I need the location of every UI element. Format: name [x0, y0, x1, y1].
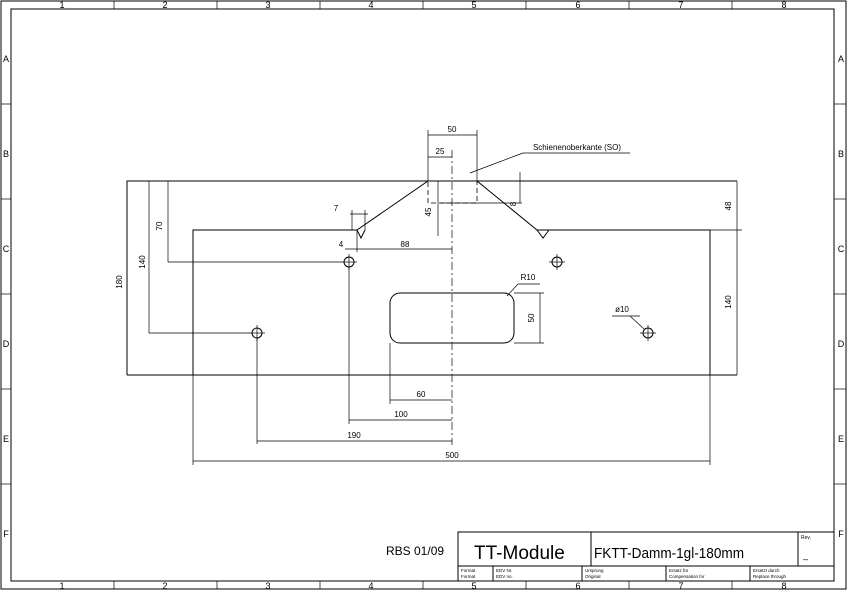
replaces-label: Ersatz für: [669, 568, 689, 573]
zone-col-3-bottom: 3: [265, 581, 270, 590]
dim-60: 60: [417, 390, 426, 399]
zone-col-3: 3: [265, 0, 270, 10]
part-name: FKTT-Damm-1gl-180mm: [594, 545, 744, 562]
dim-140-left: 140: [138, 255, 147, 269]
zone-col-5: 5: [471, 0, 476, 10]
dim-4: 4: [339, 240, 344, 249]
inner-border: [10, 8, 835, 582]
rev-label: Rev.: [801, 535, 811, 541]
zone-row-e: E: [3, 434, 9, 444]
zone-col-6-bottom: 6: [575, 581, 580, 590]
dim-70: 70: [155, 221, 164, 230]
rail-label: Schienenoberkante (SO): [533, 143, 621, 152]
zone-row-b-right: B: [838, 149, 844, 159]
zone-col-5-bottom: 5: [471, 581, 476, 590]
edv-label-en: EDV no.: [496, 574, 513, 579]
replaces-label-en: Compensation for: [669, 574, 705, 579]
replaced-by-label: Ersetzt durch: [753, 568, 780, 573]
zone-col-7-bottom: 7: [678, 581, 683, 590]
company-name: TT-Module: [474, 543, 565, 564]
zone-col-4-bottom: 4: [368, 581, 373, 590]
zone-row-a-right: A: [838, 54, 844, 64]
title-block: [457, 531, 835, 582]
revision-reference: RBS 01/09: [386, 544, 444, 558]
dim-100: 100: [394, 410, 408, 419]
dimension-lines: [126, 130, 742, 465]
zone-col-6: 6: [575, 0, 580, 10]
dim-50-top: 50: [448, 125, 457, 134]
dim-50-slot: 50: [527, 313, 536, 322]
dim-8: 8: [509, 201, 518, 206]
dim-500: 500: [445, 451, 459, 460]
zone-row-c: C: [3, 244, 10, 254]
format-label: Format: [461, 568, 476, 573]
mounting-holes: [249, 254, 656, 341]
zone-col-4: 4: [368, 0, 373, 10]
dim-48: 48: [724, 201, 733, 210]
zone-row-f: F: [3, 529, 9, 539]
dim-r10: R10: [521, 273, 536, 282]
zone-col-8: 8: [781, 0, 786, 10]
zone-col-2: 2: [162, 0, 167, 10]
rev-value: –: [803, 554, 808, 564]
dim-140-right: 140: [724, 295, 733, 309]
dim-180: 180: [115, 275, 124, 289]
format-label-en: Format: [461, 574, 476, 579]
dim-7: 7: [334, 204, 339, 213]
zone-row-d: D: [3, 339, 10, 349]
zone-col-1: 1: [59, 0, 64, 10]
replaced-by-label-en: Replace through: [753, 574, 787, 579]
dim-hole-dia: ø10: [615, 305, 629, 314]
zone-col-2-bottom: 2: [162, 581, 167, 590]
zone-row-a: A: [3, 54, 9, 64]
zone-col-8-bottom: 8: [781, 581, 786, 590]
zone-row-e-right: E: [838, 434, 844, 444]
zone-row-b: B: [3, 149, 9, 159]
dim-45: 45: [424, 207, 433, 216]
zone-col-7: 7: [678, 0, 683, 10]
dim-25: 25: [436, 147, 445, 156]
zone-col-1-bottom: 1: [59, 581, 64, 590]
zone-row-d-right: D: [838, 339, 845, 349]
zone-row-f-right: F: [838, 529, 844, 539]
dim-190: 190: [347, 431, 361, 440]
origin-label-en: Original: [585, 574, 601, 579]
zone-row-c-right: C: [838, 244, 845, 254]
origin-label: Ursprung: [585, 568, 604, 573]
dim-88: 88: [401, 240, 410, 249]
edv-label: EDV Nr.: [496, 568, 512, 573]
